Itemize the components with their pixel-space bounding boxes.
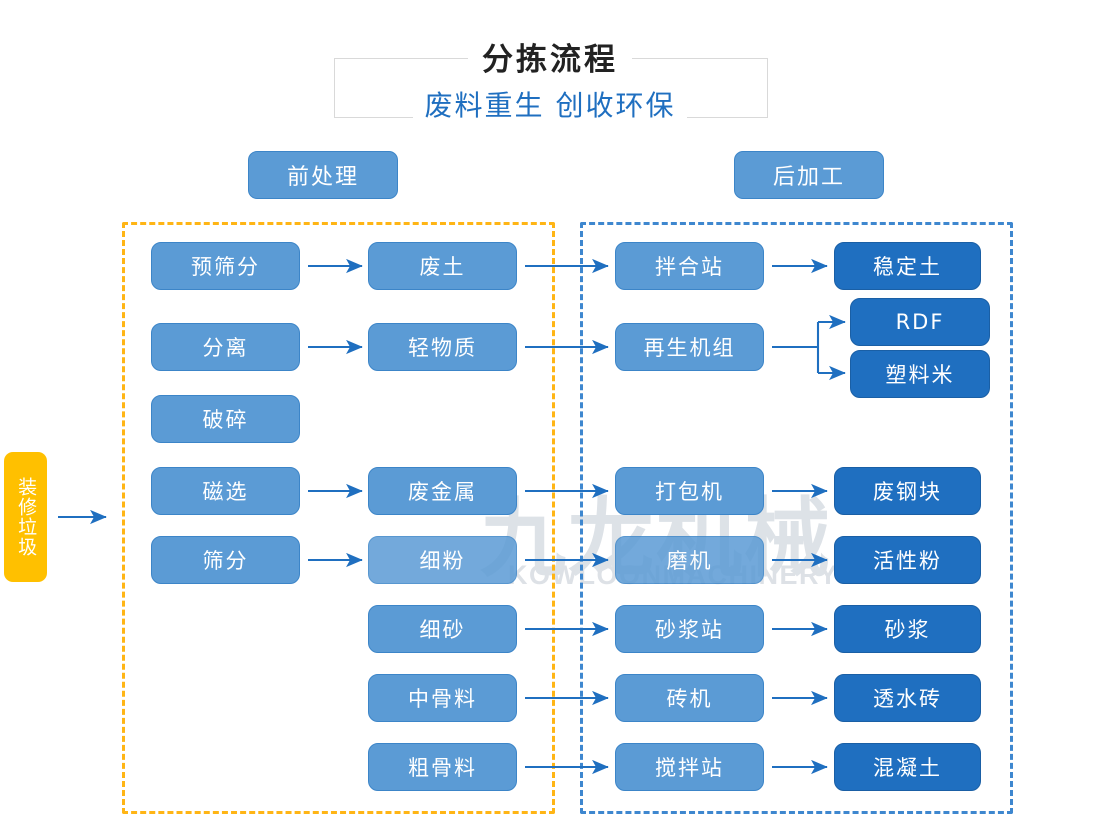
node-zhuanji[interactable]: 砖机 <box>615 674 764 722</box>
node-banhe[interactable]: 拌合站 <box>615 242 764 290</box>
node-hunningtu[interactable]: 混凝土 <box>834 743 981 791</box>
page-subtitle-text: 废料重生 创收环保 <box>412 89 688 122</box>
node-xifen[interactable]: 细粉 <box>368 536 517 584</box>
node-huoxing[interactable]: 活性粉 <box>834 536 981 584</box>
node-suliaomi[interactable]: 塑料米 <box>850 350 990 398</box>
node-feigang[interactable]: 废钢块 <box>834 467 981 515</box>
node-shaifen[interactable]: 筛分 <box>151 536 300 584</box>
node-qingwuzhi[interactable]: 轻物质 <box>368 323 517 371</box>
node-feijinshu[interactable]: 废金属 <box>368 467 517 515</box>
node-preshai[interactable]: 预筛分 <box>151 242 300 290</box>
page-subtitle: 废料重生 创收环保 <box>0 84 1100 124</box>
section-header-post-process[interactable]: 后加工 <box>734 151 884 199</box>
node-xisha[interactable]: 细砂 <box>368 605 517 653</box>
section-header-pre-process[interactable]: 前处理 <box>248 151 398 199</box>
page-title-text: 分拣流程 <box>468 42 632 78</box>
node-cugu[interactable]: 粗骨料 <box>368 743 517 791</box>
node-posui[interactable]: 破碎 <box>151 395 300 443</box>
node-rdf[interactable]: RDF <box>850 298 990 346</box>
node-wendingtu[interactable]: 稳定土 <box>834 242 981 290</box>
node-feitu[interactable]: 废土 <box>368 242 517 290</box>
node-sajiang[interactable]: 砂浆站 <box>615 605 764 653</box>
node-toushui[interactable]: 透水砖 <box>834 674 981 722</box>
node-dabao[interactable]: 打包机 <box>615 467 764 515</box>
node-cixuan[interactable]: 磁选 <box>151 467 300 515</box>
node-shajiang[interactable]: 砂浆 <box>834 605 981 653</box>
source-input-label: 装修垃圾 <box>15 477 38 557</box>
source-input-box[interactable]: 装修垃圾 <box>4 452 47 582</box>
node-fenli[interactable]: 分离 <box>151 323 300 371</box>
node-moji[interactable]: 磨机 <box>615 536 764 584</box>
page-title: 分拣流程 <box>0 34 1100 79</box>
node-zaisheng[interactable]: 再生机组 <box>615 323 764 371</box>
node-jiaoban[interactable]: 搅拌站 <box>615 743 764 791</box>
node-zhonggu[interactable]: 中骨料 <box>368 674 517 722</box>
